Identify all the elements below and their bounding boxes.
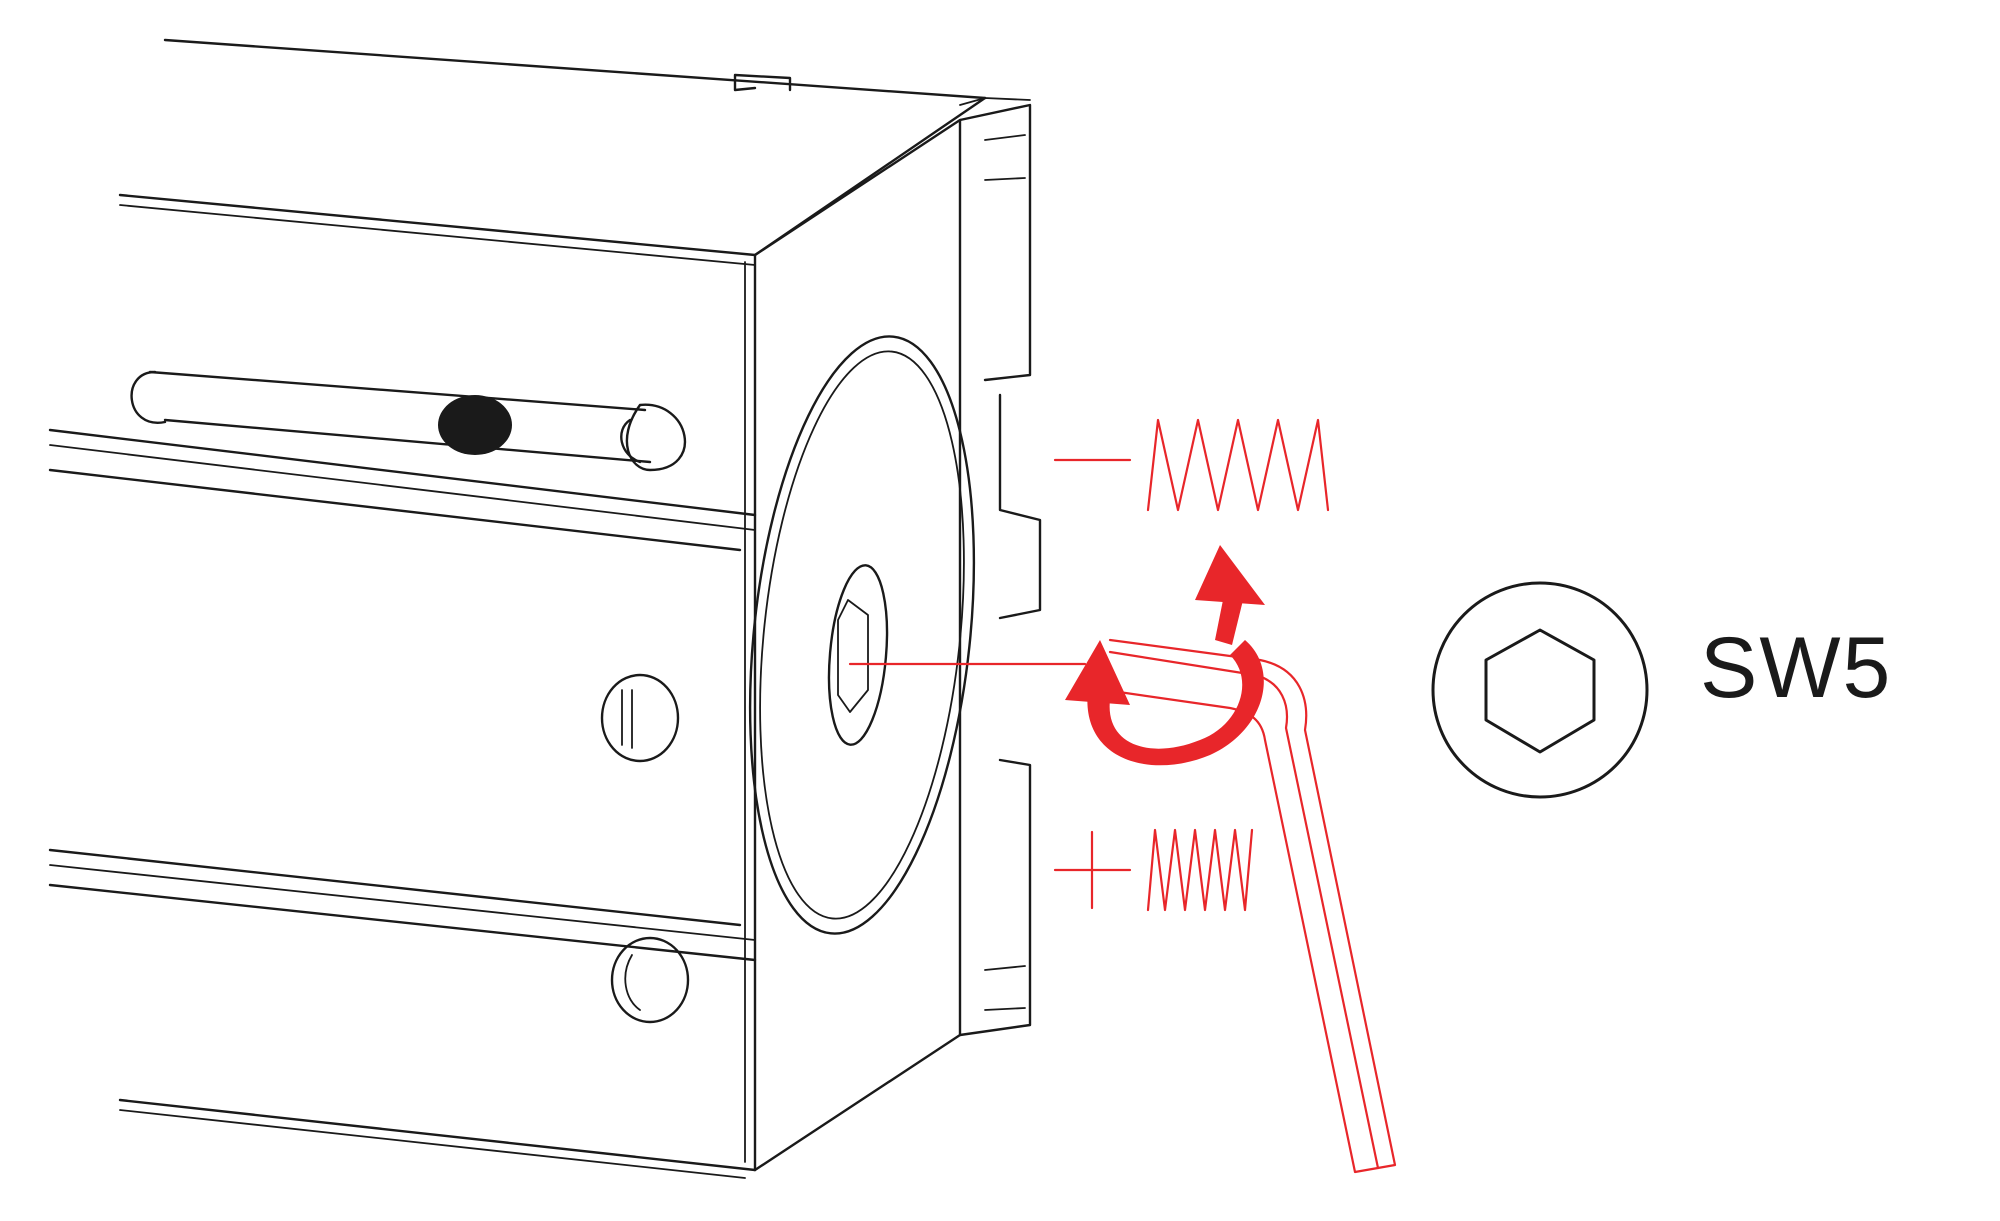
adjustment-disc: [748, 335, 976, 935]
indicator-slot: [130, 370, 687, 472]
indicator-dot: [438, 395, 512, 455]
mounting-bracket: [733, 73, 1042, 1037]
spring-tension-increase: [1053, 828, 1254, 912]
tool-size-label: SW5: [1700, 620, 1893, 716]
profile-body: [48, 38, 987, 1179]
side-holes: [600, 673, 690, 1024]
hex-socket-icon: [1431, 581, 1649, 799]
rotation-arrow-icon: [1065, 545, 1265, 766]
spring-tension-decrease: [1053, 418, 1330, 512]
